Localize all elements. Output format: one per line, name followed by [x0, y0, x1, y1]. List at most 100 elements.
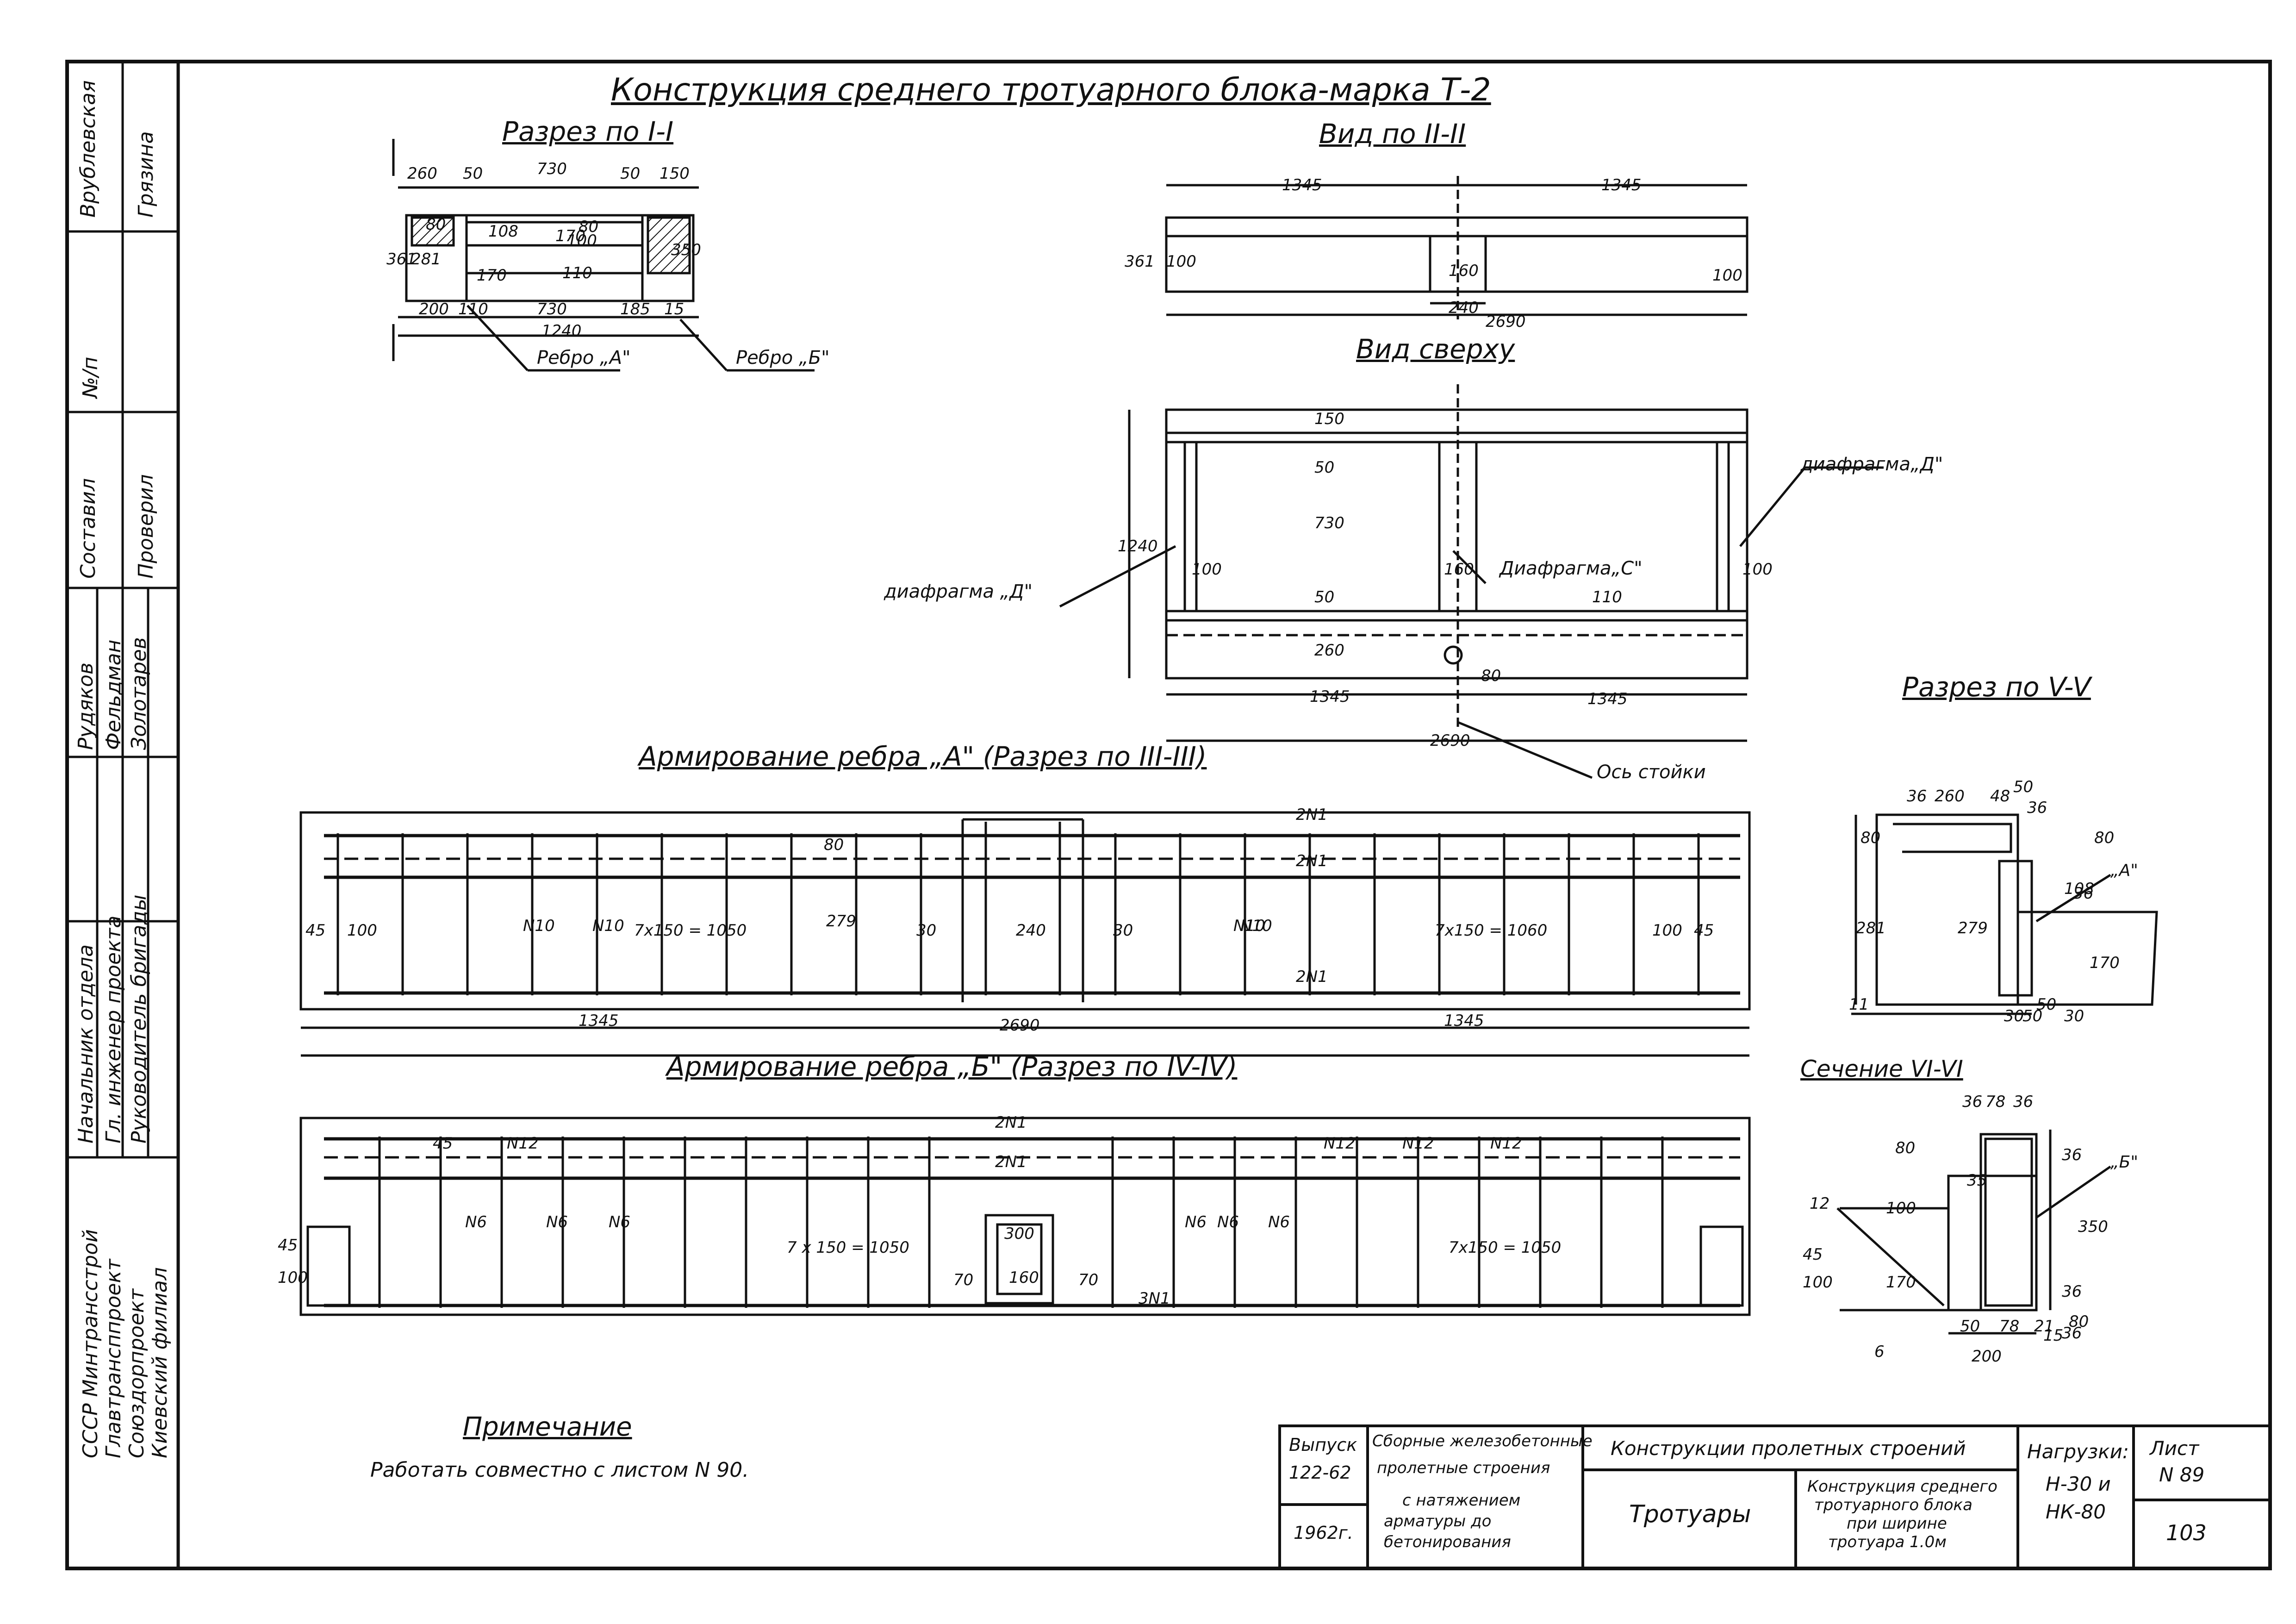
- stamp-checked: Проверил: [134, 474, 158, 579]
- dim-label: 100: [1742, 560, 1773, 579]
- section-1-title: Разрез по I-I: [502, 116, 674, 147]
- note-heading: Примечание: [463, 1412, 632, 1442]
- view-2-title: Вид по II-II: [1319, 118, 1466, 150]
- dim-label: 50: [463, 164, 483, 183]
- dim-label: 185: [620, 300, 650, 319]
- dim-label: 30: [2064, 1007, 2084, 1025]
- dim-label: 1240: [541, 322, 582, 340]
- dim-label: 150: [1314, 410, 1344, 428]
- dim-label: 45: [278, 1236, 298, 1255]
- dim-label: N10: [592, 917, 624, 935]
- dim-label: 730: [537, 300, 567, 319]
- dim-label: N12: [1490, 1134, 1522, 1153]
- dim-label: 45: [1803, 1245, 1823, 1264]
- tb-sheet-name-1: Конструкция среднего: [1807, 1477, 1997, 1496]
- tb-load-1: Н-30 и: [2046, 1473, 2111, 1495]
- stamp-role-2: Гл. инженер проекта: [102, 915, 125, 1143]
- stamp-org-1: СССР Минтрансстрой: [79, 1229, 102, 1458]
- dim-label: 35: [1967, 1171, 1987, 1190]
- dim-label: 80: [579, 218, 599, 236]
- dim-label: 361: [1125, 252, 1155, 271]
- dim-label: 80: [824, 836, 844, 854]
- dim-label: 48: [1990, 787, 2010, 806]
- letter-a-callout: „А": [2110, 861, 2138, 880]
- dim-label: 260: [1935, 787, 1965, 806]
- dim-label: 36: [2013, 1093, 2034, 1111]
- dim-label: 170: [555, 227, 585, 245]
- dim-label: 281: [1856, 919, 1886, 937]
- stamp-num: №/п: [79, 356, 102, 398]
- rib-b-title: Армирование ребра „Б" (Разрез по IV-IV): [666, 1051, 1238, 1082]
- rib-a-title: Армирование ребра „А" (Разрез по III-III…: [639, 741, 1207, 772]
- dim-label: 80: [1895, 1139, 1916, 1157]
- rib-b-callout: Ребро „Б": [736, 347, 830, 369]
- title-block-grid: [1278, 1424, 2271, 1570]
- section-5-title: Разрез по V-V: [1902, 671, 2091, 703]
- dim-label: 260: [1314, 641, 1344, 660]
- dim-label: 45: [1694, 921, 1714, 940]
- dim-label: 36: [2062, 1146, 2082, 1164]
- dim-label: 1345: [1587, 690, 1628, 708]
- dim-label: 100: [1712, 266, 1742, 285]
- dim-label: N12: [507, 1134, 539, 1153]
- dim-label: 108: [2064, 880, 2094, 898]
- dim-label: 50: [1314, 458, 1335, 477]
- dim-label: 80: [1481, 667, 1501, 685]
- dim-label: 36: [2073, 884, 2094, 903]
- dim-label: 15: [664, 300, 684, 319]
- dim-label: N6: [609, 1213, 631, 1231]
- dim-label: N6: [546, 1213, 568, 1231]
- tb-series-2: пролетные строения: [1377, 1459, 1550, 1477]
- dim-label: 80: [2094, 829, 2115, 847]
- dim-label: 1345: [1444, 1012, 1484, 1030]
- stamp-org-2: Главтрансппроект: [102, 1259, 125, 1458]
- tb-sheet-label: Лист: [2150, 1437, 2199, 1460]
- rib-a-callout: Ребро „А": [537, 347, 631, 369]
- dim-label: N10: [1240, 917, 1272, 935]
- dim-label: 2N1: [1296, 852, 1328, 870]
- side-stamp-grid: [67, 62, 178, 1159]
- diaphragm-d-left-callout: диафрагма „Д": [884, 581, 1033, 602]
- rib-a-stirrups: [336, 833, 1700, 995]
- dim-label: N12: [1402, 1134, 1434, 1153]
- tb-section: Конструкции пролетных строений: [1611, 1437, 1966, 1460]
- dim-label: 160: [1449, 262, 1479, 280]
- section-5-drawing: [1851, 813, 2158, 1015]
- dim-label: 1345: [579, 1012, 619, 1030]
- dim-label: 21: [2034, 1317, 2054, 1336]
- post-axis-callout: Ось стойки: [1597, 762, 1706, 783]
- dim-label: 1240: [1118, 537, 1158, 556]
- dim-label: 170: [1886, 1273, 1916, 1292]
- dim-label: 2690: [1486, 312, 1526, 331]
- dim-label: 350: [671, 241, 701, 259]
- dim-label: 361: [386, 250, 417, 269]
- dim-label: 36: [2062, 1282, 2082, 1301]
- stamp-name-1: Рудяков: [74, 662, 98, 750]
- dim-label: 100: [347, 921, 377, 940]
- dim-label: 108: [488, 222, 518, 241]
- view-2-drawing: [1165, 176, 1748, 319]
- tb-series-5: бетонирования: [1384, 1533, 1511, 1551]
- dim-label: N12: [1324, 1134, 1356, 1153]
- dim-label: 36: [2062, 1324, 2082, 1343]
- dim-label: N6: [1268, 1213, 1290, 1231]
- dim-label: N10: [1233, 917, 1265, 935]
- tb-sheet-no: N 89: [2159, 1463, 2205, 1486]
- dim-label: 7x150 = 1050: [634, 921, 747, 940]
- dim-label: 70: [1078, 1271, 1099, 1289]
- tb-sheet-name-2: тротуарного блока: [1814, 1496, 1972, 1514]
- tb-load-2: НК-80: [2046, 1500, 2106, 1523]
- dim-label: 80: [426, 215, 446, 234]
- dim-label: 50: [620, 164, 641, 183]
- stamp-org-3: Союздорпроект: [125, 1288, 149, 1458]
- dim-label: 50: [1960, 1317, 1980, 1336]
- stamp-name-3: Золотарев: [127, 637, 151, 750]
- dim-label: 50: [2022, 1007, 2043, 1025]
- dim-label: 350: [2078, 1218, 2108, 1236]
- stamp-name-2: Фельдман: [102, 639, 125, 750]
- dim-label: 110: [562, 264, 592, 282]
- outer-frame: [65, 60, 2272, 1570]
- stamp-person-2: Грязина: [134, 131, 158, 218]
- dim-label: 30: [2004, 1007, 2024, 1025]
